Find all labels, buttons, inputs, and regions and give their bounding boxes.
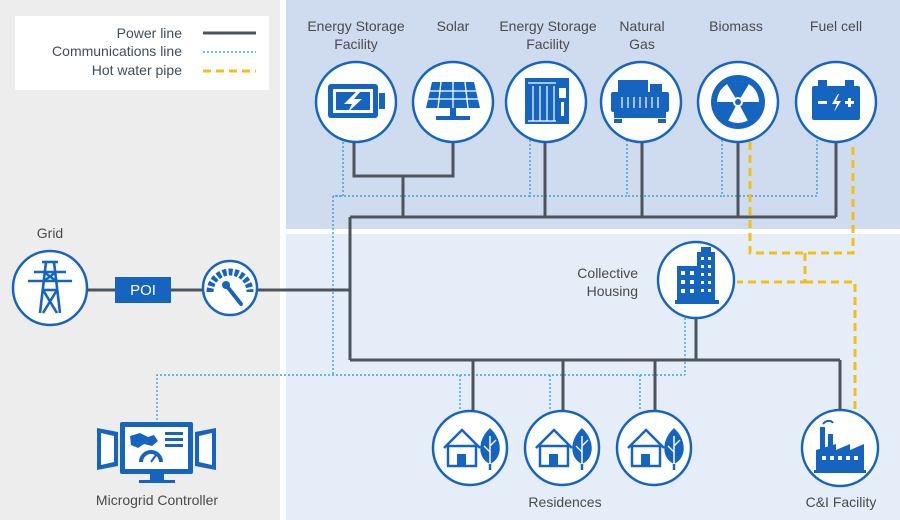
biomass-label: Biomass	[709, 18, 763, 34]
solar-node	[411, 60, 495, 144]
factory-icon	[814, 419, 866, 473]
residence-node-1	[431, 409, 509, 487]
generator-icon	[611, 80, 669, 123]
housing-node	[656, 240, 736, 320]
ci-label: C&I Facility	[806, 494, 877, 510]
house-tree-icon	[627, 428, 684, 470]
hot-to-ci	[805, 280, 857, 425]
panel-divider	[286, 229, 900, 234]
housing-label-line1: Collective	[577, 265, 638, 281]
storage2-label-line1: Energy Storage	[499, 18, 596, 34]
legend-comm-label: Communications line	[52, 43, 182, 59]
gas-label-line2: Gas	[629, 36, 655, 52]
grid-ring	[11, 249, 89, 327]
storage1-node	[314, 60, 398, 144]
gas-label-line1: Natural	[619, 18, 664, 34]
comm-storage1	[332, 138, 344, 375]
comm-biomass	[627, 140, 723, 197]
solar-panel-icon	[426, 81, 480, 120]
comm-gas	[530, 140, 628, 197]
legend-hot-label: Hot water pipe	[92, 62, 182, 78]
grid-label: Grid	[37, 225, 63, 241]
fuelcell-label: Fuel cell	[810, 18, 862, 34]
poi-label: POI	[130, 282, 156, 299]
grid-node	[11, 249, 89, 327]
residences-label: Residences	[528, 494, 601, 510]
controller-label: Microgrid Controller	[96, 492, 218, 508]
biomass-fan-icon	[711, 75, 765, 129]
house-tree-icon	[443, 428, 500, 470]
hot-water-pipes	[737, 142, 857, 425]
storage1-label-line1: Energy Storage	[307, 18, 404, 34]
housing-label-line2: Housing	[587, 283, 638, 299]
transmission-tower-icon	[28, 260, 72, 314]
residence-node-3	[615, 409, 693, 487]
fuelcell-node	[794, 60, 878, 144]
ci-node	[800, 408, 880, 488]
source-labels: Energy Storage Facility Solar Energy Sto…	[307, 18, 862, 52]
comm-controller-bus	[156, 374, 685, 420]
battery-icon	[328, 84, 385, 118]
gas-node	[599, 60, 683, 144]
control-monitors-icon	[97, 422, 216, 483]
legend-box	[15, 16, 269, 90]
hot-source-loop	[748, 142, 855, 255]
residence-node-2	[523, 409, 601, 487]
solar-label: Solar	[437, 18, 470, 34]
storage2-label-line2: Facility	[526, 36, 570, 52]
house-tree-icon	[535, 428, 592, 470]
storage-cabinet-icon	[525, 78, 569, 124]
panel-gap	[280, 0, 286, 520]
biomass-node	[696, 60, 780, 144]
apartment-building-icon	[675, 247, 719, 304]
meter-gauge-icon	[206, 268, 254, 306]
controller-icon-group: Microgrid Controller	[96, 422, 218, 508]
storage1-label-line2: Facility	[334, 36, 378, 52]
loads-panel	[286, 234, 900, 520]
poi-rect	[115, 277, 171, 303]
storage2-node	[504, 60, 588, 144]
legend-power-label: Power line	[117, 25, 183, 41]
legend: Power line Communications line Hot water…	[15, 16, 269, 90]
poi-box: POI	[115, 277, 171, 303]
fuel-cell-battery-icon	[812, 80, 860, 120]
communication-lines	[156, 138, 818, 420]
meter-node	[201, 259, 259, 317]
comm-fuelcell	[722, 140, 818, 197]
ci-ring	[800, 408, 880, 488]
